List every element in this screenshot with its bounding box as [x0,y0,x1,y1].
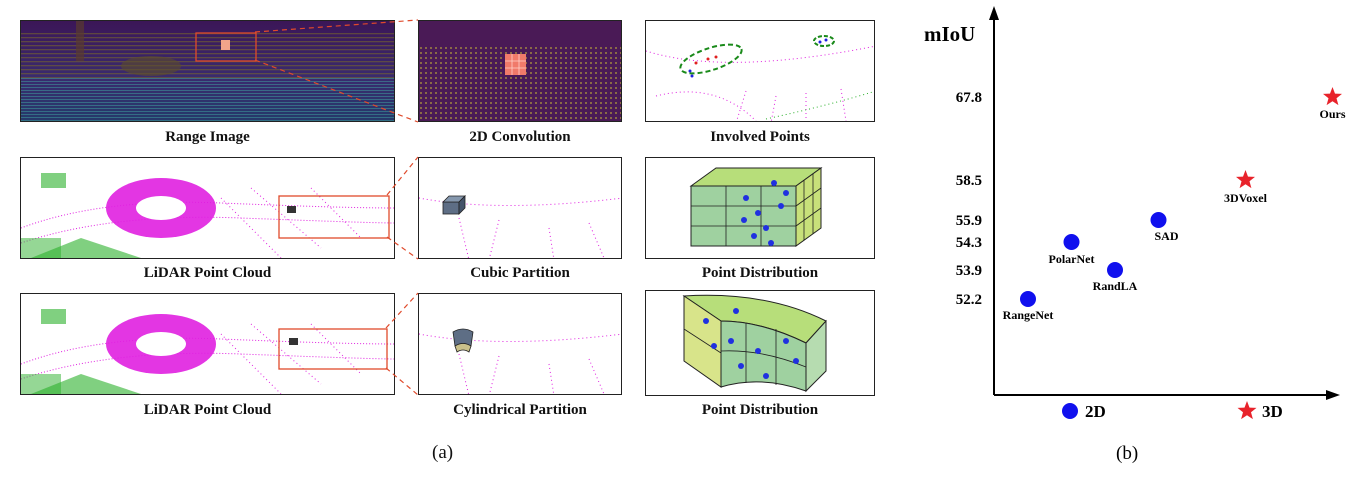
y-tick-label: 53.9 [956,263,982,279]
cylindrical-voxel-icon [452,328,474,353]
kernel-highlight [221,40,230,50]
cubic-partition-panel [418,157,622,259]
legend-2d-label: 2D [1085,402,1106,421]
y-tick-label: 55.9 [956,213,982,229]
subfigure-label-b: (b) [1116,443,1138,464]
caption-involved-points: Involved Points [710,129,810,145]
range-image-panel [20,20,395,122]
legend: 2D 3D [1062,401,1283,421]
lidar-point-cloud-graphic-2 [21,294,394,394]
y-tick-label: 67.8 [956,90,982,106]
lidar-point-cloud-panel-1 [20,157,395,259]
caption-lidar-point-cloud-1: LiDAR Point Cloud [143,265,272,281]
data-point-polarnet [1063,234,1080,250]
lidar-point-cloud-panel-2 [20,293,395,395]
y-axis-label: mIoU [924,22,975,46]
legend-2d-marker [1062,403,1078,419]
caption-point-distribution-1: Point Distribution [701,265,819,281]
y-tick-label: 54.3 [956,235,982,251]
data-point-3dvoxel [1236,170,1255,189]
zoom-connector-lines [254,19,419,396]
point-distribution-panel-cubic [645,157,875,259]
subfigure-label-a: (a) [432,442,454,463]
involved-points-panel [645,20,875,122]
caption-2d-convolution: 2D Convolution [469,129,571,145]
y-tick-label: 58.5 [956,173,982,189]
miou-scatter-chart: mIoU 52.2 53.9 54.3 55.9 58.5 67.8 RangeNet Po… [924,6,1346,464]
data-point-rangenet [1020,291,1036,307]
conv-2d-panel [418,20,622,122]
cubic-voxel-icon [442,195,466,215]
lidar-point-cloud-graphic-1 [21,158,394,258]
caption-range-image: Range Image [165,129,250,145]
point-label-sad: SAD [1154,229,1178,243]
y-tick-label: 52.2 [956,292,982,308]
range-image-graphic [21,21,394,121]
point-distribution-panel-cylindrical [645,290,875,396]
axes [993,15,1330,396]
cylindrical-partition-panel [418,293,622,395]
cylindrical-point-distribution-graphic [646,291,874,395]
data-point-randla [1107,262,1123,278]
point-label-3dvoxel: 3DVoxel [1224,191,1268,205]
caption-cubic-partition: Cubic Partition [470,265,570,281]
conv-2d-graphic [419,21,621,121]
legend-3d-label: 3D [1262,402,1283,421]
caption-lidar-point-cloud-2: LiDAR Point Cloud [143,402,272,418]
legend-3d-star-icon [1237,401,1257,420]
point-label-ours: Ours [1319,107,1345,121]
involved-points-graphic [646,21,874,121]
cubic-point-distribution-graphic [646,158,874,258]
point-label-rangenet: RangeNet [1003,308,1054,322]
caption-point-distribution-2: Point Distribution [701,402,819,418]
x-axis-arrow-icon [1326,390,1340,400]
data-point-ours [1323,87,1342,106]
y-tick-labels: 52.2 53.9 54.3 55.9 58.5 67.8 [956,90,982,308]
caption-cylindrical-partition: Cylindrical Partition [453,402,587,418]
cylindrical-partition-graphic [419,294,621,394]
point-label-randla: RandLA [1093,279,1138,293]
data-point-sad [1150,212,1167,228]
y-axis-arrow-icon [989,6,999,20]
data-marks [1020,87,1342,307]
point-label-polarnet: PolarNet [1049,252,1095,266]
cubic-partition-graphic [419,158,621,258]
